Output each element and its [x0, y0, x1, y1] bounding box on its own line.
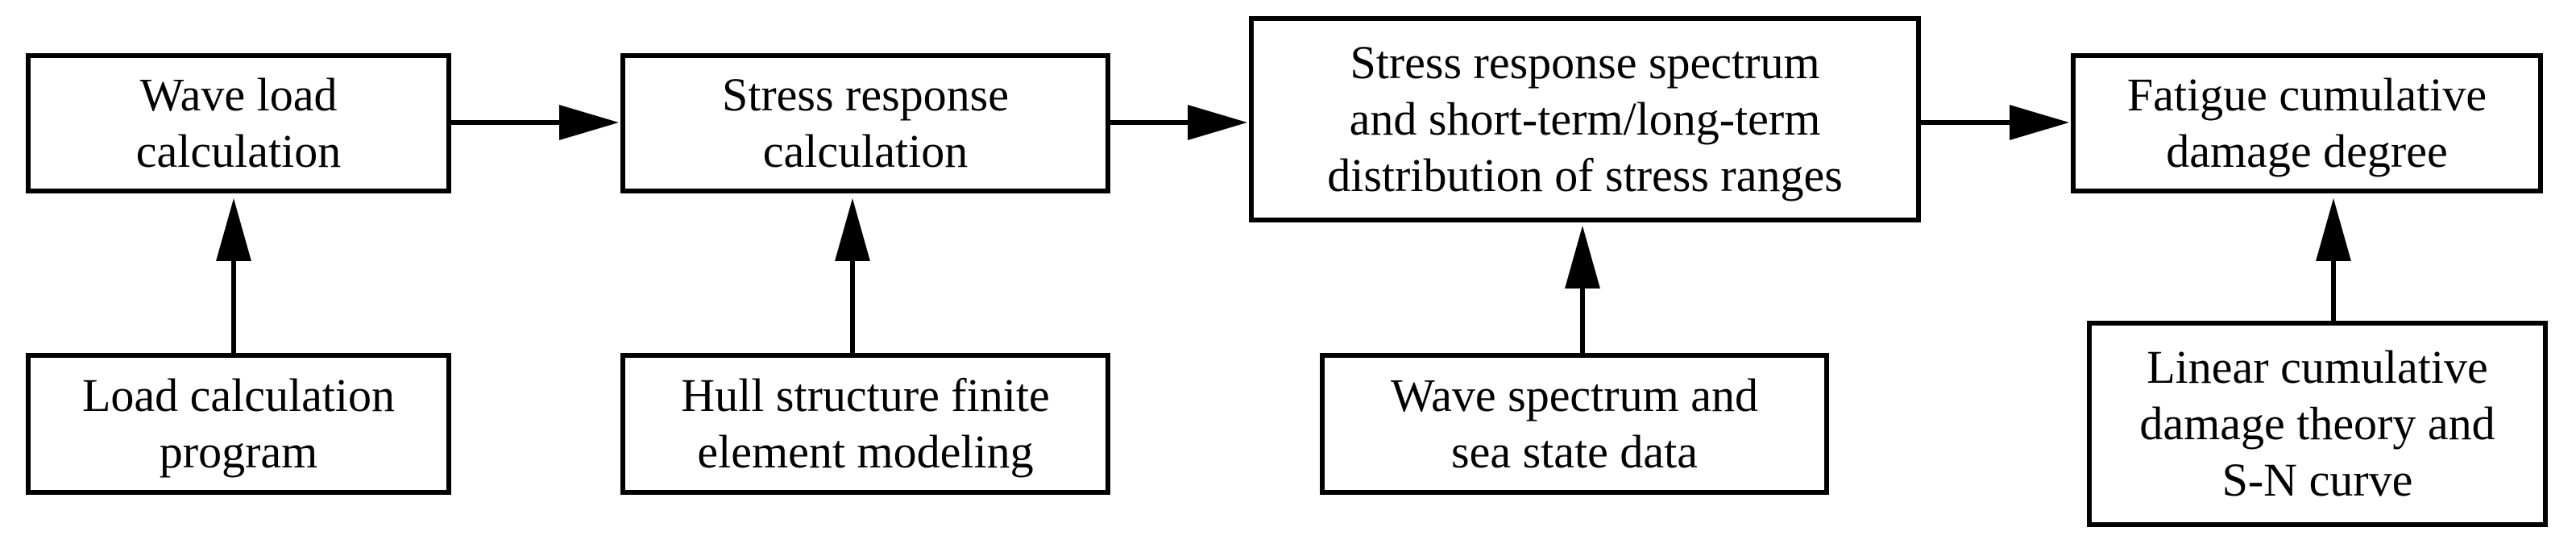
box-text-line: Stress response spectrum	[1350, 36, 1820, 89]
arrow-load-program-to-wave-load	[216, 198, 251, 353]
box-wave-spectrum-sea-state: Wave spectrum and sea state data	[1320, 353, 1829, 495]
box-text-line: damage theory and	[2139, 397, 2495, 450]
box-text-line: program	[159, 426, 318, 478]
box-wave-load-calculation: Wave load calculation	[26, 53, 451, 193]
box-text-line: Wave spectrum and	[1391, 369, 1758, 421]
box-text-line: element modeling	[697, 426, 1034, 478]
box-text-line: calculation	[135, 125, 342, 177]
arrow-spectrum-to-fatigue	[1921, 105, 2069, 140]
arrow-linear-damage-to-fatigue	[2316, 198, 2351, 321]
box-text-line: S-N curve	[2221, 454, 2413, 506]
box-stress-response-calculation: Stress response calculation	[620, 53, 1110, 193]
arrow-stress-response-to-spectrum	[1110, 105, 1247, 140]
box-text-line: Stress response	[721, 68, 1009, 121]
box-linear-cumulative-damage: Linear cumulative damage theory and S-N …	[2087, 321, 2548, 527]
box-text-line: Linear cumulative	[2147, 341, 2488, 393]
box-text-line: Fatigue cumulative	[2126, 68, 2487, 121]
box-text-line: calculation	[762, 125, 969, 177]
box-stress-response-spectrum: Stress response spectrum and short-term/…	[1249, 16, 1921, 222]
box-text-line: and short-term/long-term	[1349, 93, 1821, 145]
box-text-line: Wave load	[139, 68, 338, 121]
box-load-calculation-program: Load calculation program	[26, 353, 451, 495]
box-fatigue-cumulative-damage: Fatigue cumulative damage degree	[2071, 53, 2543, 193]
box-hull-structure-fem: Hull structure finite element modeling	[620, 353, 1110, 495]
arrow-hull-fem-to-stress-response	[835, 198, 870, 353]
box-text-line: Load calculation	[81, 369, 396, 421]
box-text-line: Hull structure finite	[681, 369, 1050, 421]
arrow-wave-spectrum-to-spectrum	[1565, 226, 1600, 353]
box-text-line: sea state data	[1451, 426, 1698, 478]
arrow-wave-load-to-stress-response	[451, 105, 619, 140]
box-text-line: damage degree	[2166, 125, 2448, 177]
box-text-line: distribution of stress ranges	[1327, 149, 1843, 201]
